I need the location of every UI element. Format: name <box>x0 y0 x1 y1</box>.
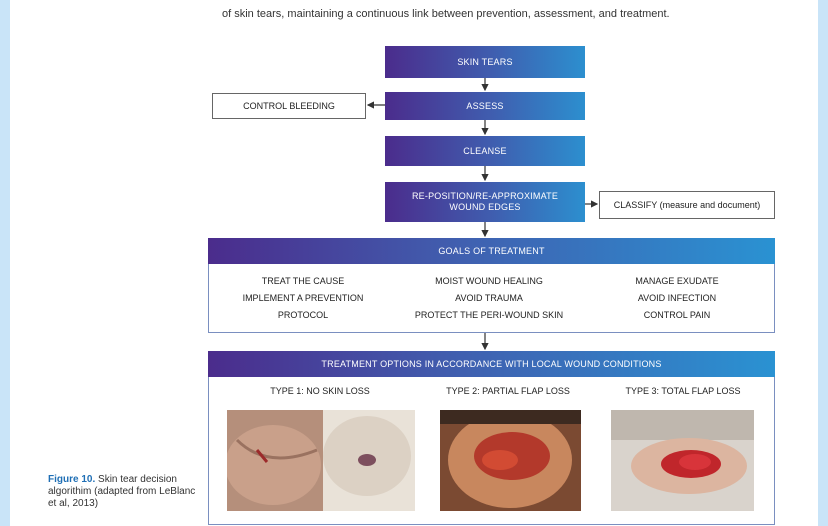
treatment-header: TREATMENT OPTIONS IN ACCORDANCE WITH LOC… <box>208 351 775 377</box>
skin-tears-box: SKIN TEARS <box>385 46 585 78</box>
type-3-label: TYPE 3: TOTAL FLAP LOSS <box>625 386 740 396</box>
intro-text: of skin tears, maintaining a continuous … <box>222 8 670 20</box>
type-2-wound-photo <box>440 410 581 511</box>
goal-item: CONTROL PAIN <box>644 310 711 320</box>
figure-caption: Figure 10. Skin tear decision algorithim… <box>48 474 198 510</box>
reposition-box: RE-POSITION/RE-APPROXIMATE WOUND EDGES <box>385 182 585 222</box>
goal-item: TREAT THE CAUSE <box>262 276 345 286</box>
goal-item: MOIST WOUND HEALING <box>435 276 543 286</box>
goal-item: AVOID TRAUMA <box>455 293 523 303</box>
goals-header: GOALS OF TREATMENT <box>208 238 775 264</box>
classify-box: CLASSIFY (measure and document) <box>599 191 775 219</box>
type-2-label: TYPE 2: PARTIAL FLAP LOSS <box>446 386 570 396</box>
goal-item: IMPLEMENT A PREVENTION <box>243 293 364 303</box>
figure-label: Figure 10. <box>48 474 95 485</box>
goal-item: MANAGE EXUDATE <box>635 276 718 286</box>
goal-item: PROTOCOL <box>278 310 328 320</box>
type-1-wound-photo <box>227 410 415 511</box>
type-3-wound-photo <box>611 410 754 511</box>
goal-item: PROTECT THE PERI-WOUND SKIN <box>415 310 563 320</box>
control-bleeding-box: CONTROL BLEEDING <box>212 93 366 119</box>
goal-item: AVOID INFECTION <box>638 293 716 303</box>
assess-box: ASSESS <box>385 92 585 120</box>
cleanse-box: CLEANSE <box>385 136 585 166</box>
type-1-label: TYPE 1: NO SKIN LOSS <box>270 386 370 396</box>
